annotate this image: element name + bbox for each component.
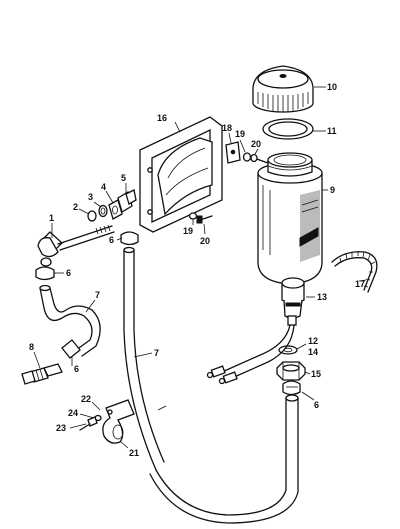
- clip-screw: [250, 153, 269, 164]
- callout-14: 14: [308, 347, 318, 357]
- callout-18: 18: [222, 123, 232, 133]
- callout-6-elbow: 6: [66, 268, 71, 278]
- callout-11: 11: [327, 126, 337, 136]
- callout-6-lower: 6: [74, 364, 79, 374]
- callout-12: 12: [308, 336, 318, 346]
- vent-hose: [331, 251, 378, 293]
- callout-10: 10: [327, 82, 337, 92]
- callout-6-bracket: 6: [109, 235, 114, 245]
- callout-13: 13: [317, 292, 327, 302]
- p-clip: [102, 399, 135, 444]
- hex-nut: [276, 361, 306, 381]
- callout-21: 21: [129, 448, 139, 458]
- elbow-fitting: [37, 224, 115, 267]
- return-hose-right: [149, 394, 299, 524]
- callout-7-long: 7: [154, 348, 159, 358]
- reservoir-outlet-fitting: [281, 277, 305, 326]
- bracket-washer: [188, 212, 198, 220]
- mounting-bracket: [139, 116, 223, 233]
- cap-gasket: [262, 118, 314, 140]
- callout-5: 5: [121, 173, 126, 183]
- callout-24: 24: [68, 408, 78, 418]
- leader-lines: [33, 86, 367, 449]
- washer-hole: [283, 347, 293, 353]
- callout-19-bracket: 19: [183, 226, 193, 236]
- callout-22: 22: [81, 394, 91, 404]
- callout-23: 23: [56, 423, 66, 433]
- callout-3: 3: [88, 192, 93, 202]
- clip-mounting-screw: [79, 416, 98, 431]
- fluid-reservoir: [257, 152, 323, 285]
- callout-20-clip: 20: [251, 139, 261, 149]
- callout-labels: 1 2 3 4 5 6 6 6 6 7 7 8 9 10 11 12 13 14…: [29, 82, 365, 458]
- hose-clamp-bracket: [120, 231, 139, 246]
- long-supply-tube: [123, 246, 167, 471]
- drain-fitting: [21, 363, 63, 385]
- callout-20-bracket: 20: [200, 236, 210, 246]
- callout-19-clip: 19: [235, 129, 245, 139]
- o-ring: [98, 204, 108, 218]
- washer: [278, 345, 298, 355]
- callout-9: 9: [330, 185, 335, 195]
- callout-2: 2: [73, 202, 78, 212]
- reservoir-clip: [225, 141, 241, 164]
- hose-clamp-elbow: [35, 266, 55, 281]
- adapter-nut: [108, 199, 123, 220]
- callout-7-short: 7: [95, 290, 100, 300]
- hose-clamp-right: [282, 380, 301, 396]
- callout-17: 17: [355, 279, 365, 289]
- callout-8: 8: [29, 342, 34, 352]
- hose-clamp-lower: [61, 339, 81, 359]
- short-bent-hose: [39, 284, 101, 357]
- callout-16: 16: [157, 113, 167, 123]
- clip-washer: [242, 152, 252, 162]
- callout-4: 4: [101, 182, 106, 192]
- reservoir-cap: [252, 65, 314, 113]
- sealing-washer: [87, 210, 97, 222]
- bracket-screw: [196, 215, 213, 224]
- callout-1: 1: [49, 213, 54, 223]
- callout-15: 15: [311, 369, 321, 379]
- barbed-connector: [117, 189, 137, 213]
- callout-6-right: 6: [314, 400, 319, 410]
- o-ring-inner: [100, 207, 106, 215]
